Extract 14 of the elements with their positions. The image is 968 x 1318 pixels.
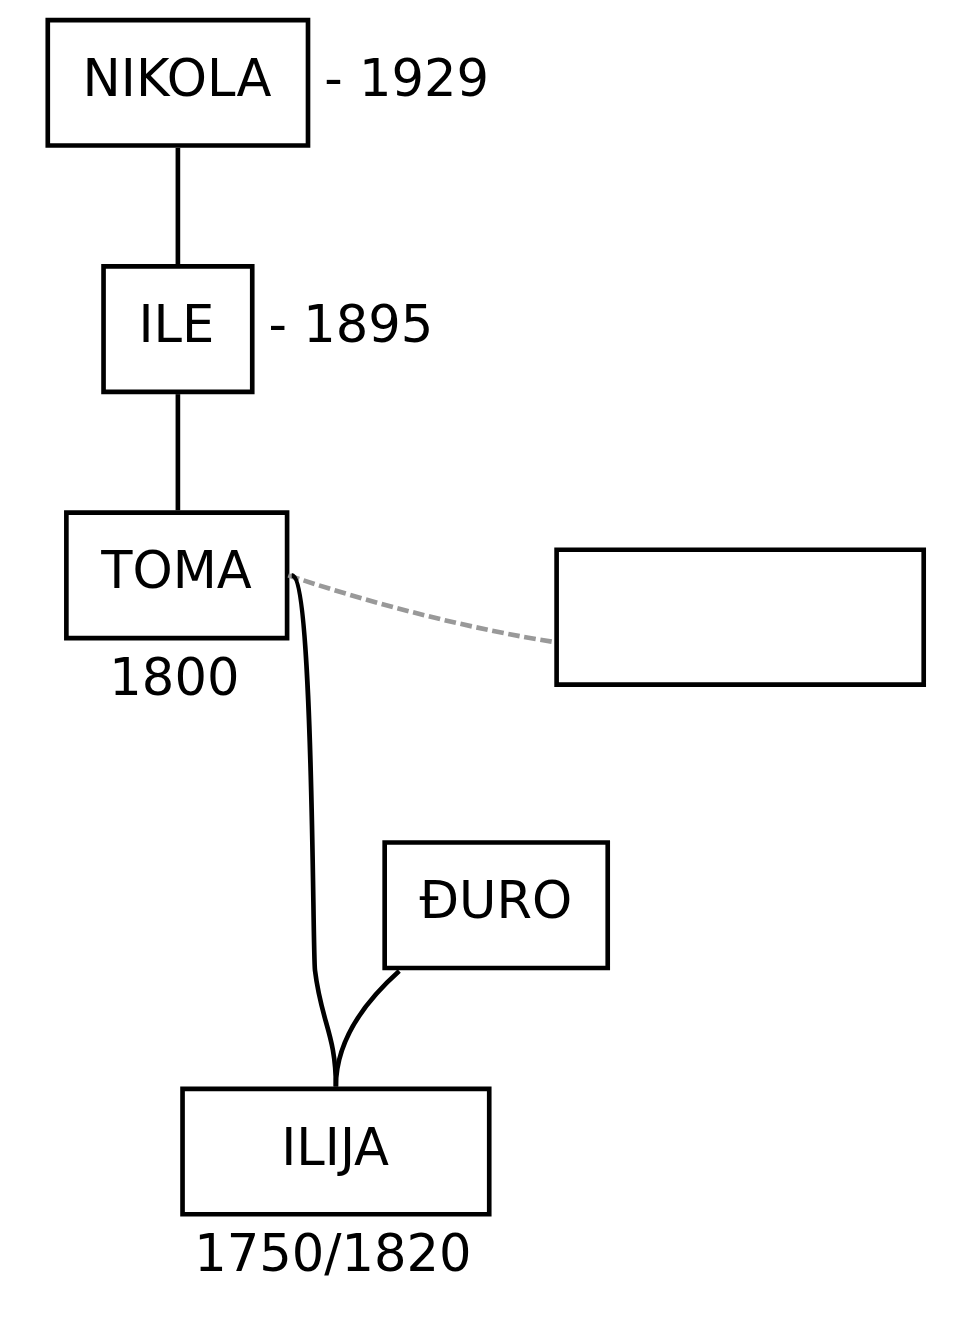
connector [175, 147, 181, 264]
node-box: NIKOLA [45, 17, 311, 148]
node-label: - 1929 [324, 48, 490, 108]
node-box: ILIJA [180, 1086, 492, 1217]
node-box [554, 547, 927, 687]
node-box: TOMA [64, 510, 290, 641]
node-box: ĐURO [382, 840, 611, 971]
connector [175, 394, 181, 511]
connector [289, 574, 339, 1087]
node-box: ILE [101, 264, 255, 395]
node-label: - 1895 [268, 295, 434, 355]
node-label: 1750/1820 [194, 1224, 472, 1284]
node-label: 1800 [109, 648, 240, 708]
connector [333, 969, 401, 1087]
